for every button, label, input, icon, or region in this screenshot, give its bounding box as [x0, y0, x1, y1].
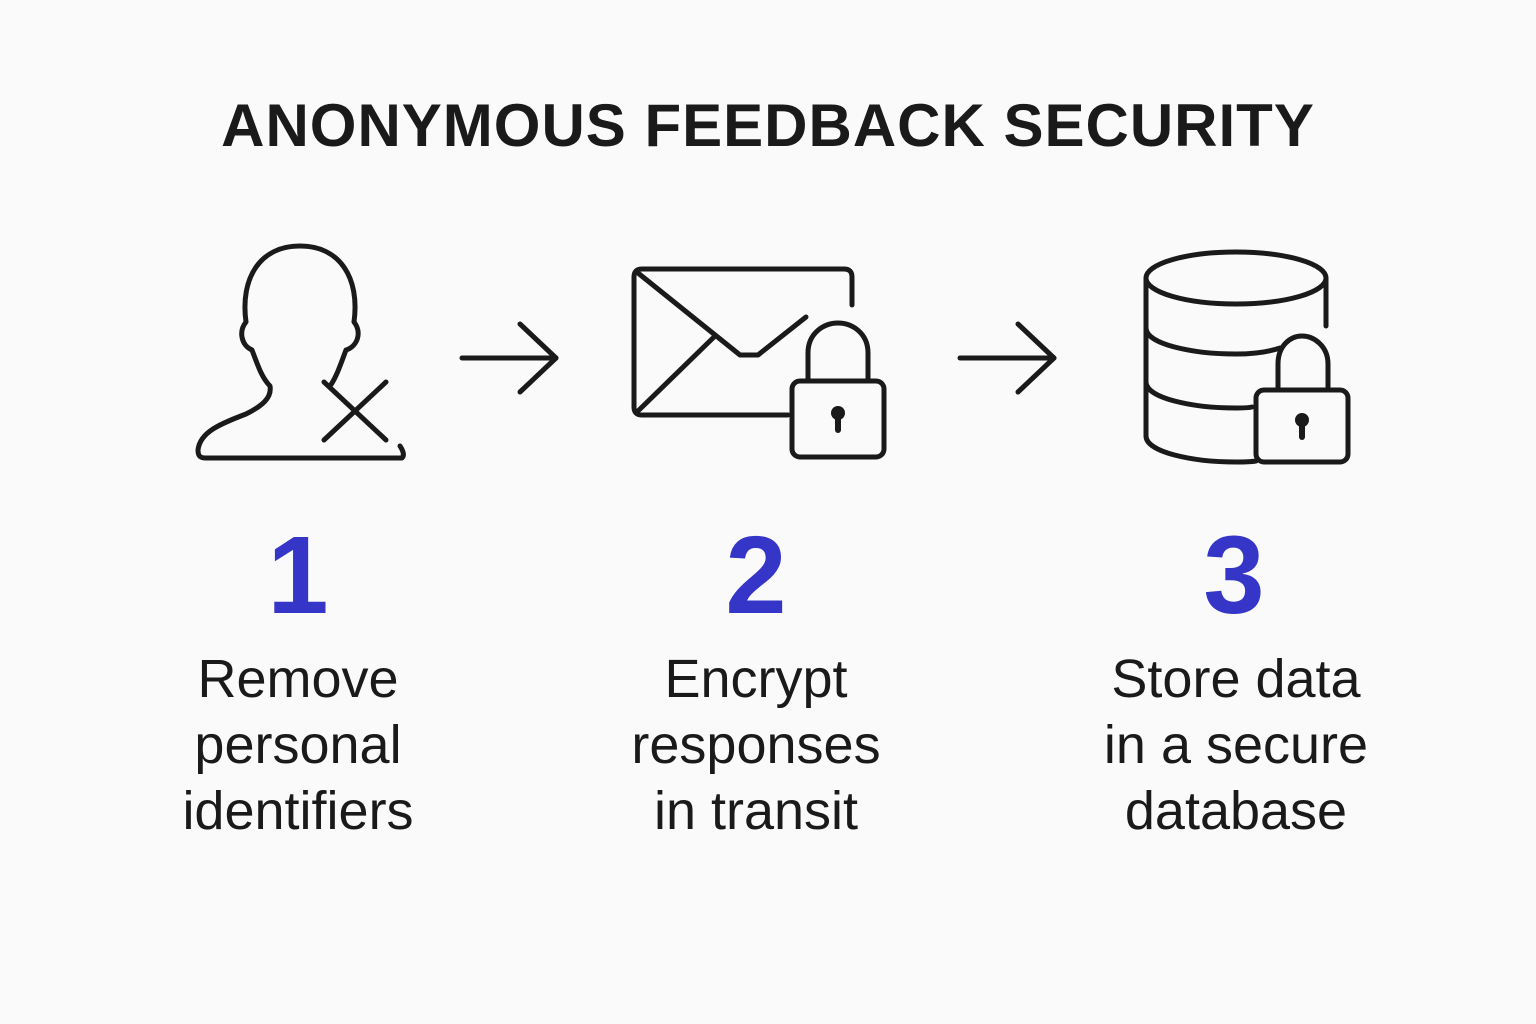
diagram-title: ANONYMOUS FEEDBACK SECURITY	[221, 92, 1315, 159]
step-description-1: Remove personal identifiers	[118, 646, 478, 844]
step-description-3: Store data in a secure database	[1056, 646, 1416, 844]
step-3-line: database	[1124, 781, 1348, 841]
arrow-right-icon	[458, 318, 564, 398]
step-1-line: personal	[194, 715, 402, 775]
step-2-line: in transit	[653, 781, 859, 841]
step-description-2: Encrypt responses in transit	[576, 646, 936, 844]
step-number-2: 2	[725, 514, 787, 637]
user-remove-icon	[190, 238, 410, 468]
step-1-line: Remove	[197, 649, 399, 709]
step-2-line: responses	[631, 715, 881, 775]
envelope-lock-icon	[630, 265, 890, 465]
step-number-1: 1	[267, 514, 329, 637]
step-3-line: in a secure	[1103, 715, 1369, 775]
step-1-line: identifiers	[182, 781, 414, 841]
database-lock-icon	[1142, 248, 1354, 468]
arrow-right-icon	[956, 318, 1062, 398]
step-2-line: Encrypt	[664, 649, 848, 709]
step-3-line: Store data	[1111, 649, 1361, 709]
step-number-3: 3	[1203, 514, 1265, 637]
